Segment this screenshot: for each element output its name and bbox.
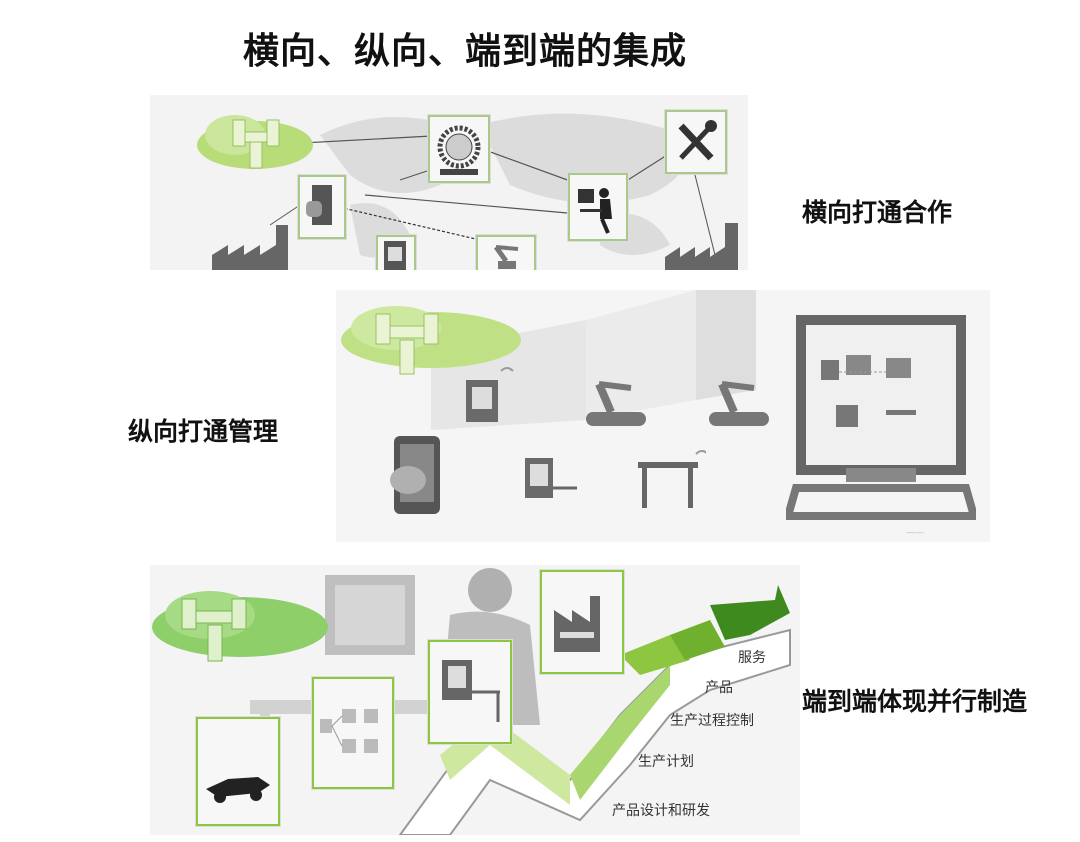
step-label-product: 产品 <box>705 680 733 696</box>
tablet-icon <box>298 175 346 239</box>
machine-icon <box>461 365 516 434</box>
horizontal-panel <box>150 95 748 270</box>
end-to-end-panel: 服务 产品 生产过程控制 生产计划 产品设计和研发 <box>150 565 800 835</box>
robot-arm-icon <box>476 235 536 270</box>
tools-icon <box>665 110 727 174</box>
gear-icon <box>428 115 490 183</box>
tablet-icon <box>386 430 456 524</box>
step-label-process-control: 生产过程控制 <box>670 713 754 729</box>
step-label-design-rd: 产品设计和研发 <box>612 803 710 819</box>
end-to-end-label: 端到端体现并行制造 <box>802 687 1028 716</box>
cloud-icon <box>195 110 315 179</box>
race-car-icon <box>196 717 280 826</box>
factory-icon <box>540 570 624 674</box>
laptop-icon <box>782 468 980 532</box>
machine-icon <box>636 450 709 519</box>
flowchart-icon <box>312 677 394 789</box>
machine-icon <box>376 235 416 270</box>
step-label-production-plan: 生产计划 <box>638 754 694 770</box>
page-title: 横向、纵向、端到端的集成 <box>242 31 687 72</box>
robot-arm-icon <box>581 362 651 436</box>
factory-icon <box>212 225 288 270</box>
factory-icon <box>665 223 738 270</box>
machine-icon <box>428 640 512 744</box>
operator-icon <box>568 173 628 241</box>
cloud-icon <box>336 300 526 389</box>
watermark-text: —— <box>906 528 924 538</box>
robot-arm-icon <box>704 362 774 436</box>
cloud-icon <box>150 585 330 679</box>
step-label-service: 服务 <box>738 650 766 666</box>
horizontal-label: 横向打通合作 <box>802 198 953 227</box>
vertical-panel: —— <box>336 290 990 542</box>
vertical-label: 纵向打通管理 <box>128 417 279 446</box>
machine-icon <box>522 448 582 517</box>
monitor-icon <box>791 310 971 489</box>
